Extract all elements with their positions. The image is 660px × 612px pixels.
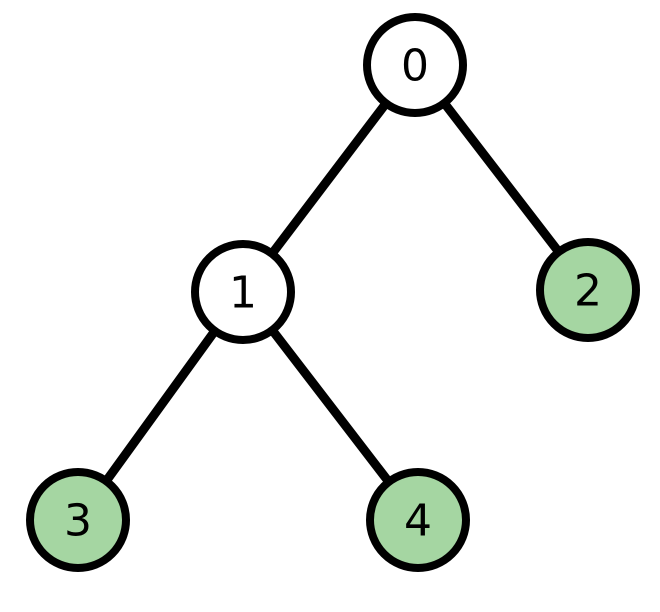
tree-node-circle-0	[363, 13, 467, 117]
tree-node-label-3: 3	[64, 496, 92, 547]
tree-node-circle-3	[26, 468, 130, 572]
tree-node-circle-4	[366, 468, 470, 572]
tree-node-circle-2	[536, 238, 640, 342]
tree-node-0: 0	[363, 13, 467, 117]
tree-node-label-2: 2	[574, 266, 602, 317]
tree-node-label-4: 4	[404, 496, 432, 547]
tree-node-2: 2	[536, 238, 640, 342]
tree-node-label-1: 1	[229, 268, 257, 319]
tree-node-1: 1	[191, 240, 295, 344]
tree-node-4: 4	[366, 468, 470, 572]
tree-node-3: 3	[26, 468, 130, 572]
tree-node-circle-1	[191, 240, 295, 344]
tree-node-label-0: 0	[401, 41, 429, 92]
